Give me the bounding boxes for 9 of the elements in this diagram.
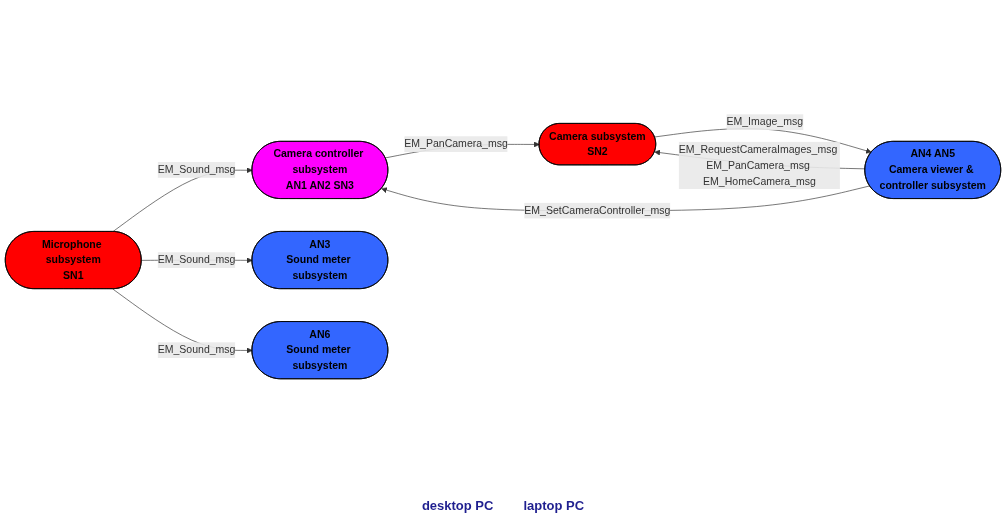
edge-label: EM_Sound_msg — [157, 164, 236, 176]
edge-label: EM_Image_msg — [726, 116, 804, 128]
edge-label: EM_SetCameraController_msg — [524, 205, 671, 217]
location-label: desktop PC — [421, 498, 494, 513]
location-label: laptop PC — [523, 498, 585, 513]
edge-label: EM_Sound_msg — [157, 254, 236, 266]
edge-label: EM_PanCamera_msg — [404, 138, 508, 150]
edge-label: EM_Sound_msg — [157, 344, 236, 356]
edge-label: EM_RequestCameraImages_msg EM_PanCamera_msg EM_HomeCamera_msg — [678, 144, 838, 187]
